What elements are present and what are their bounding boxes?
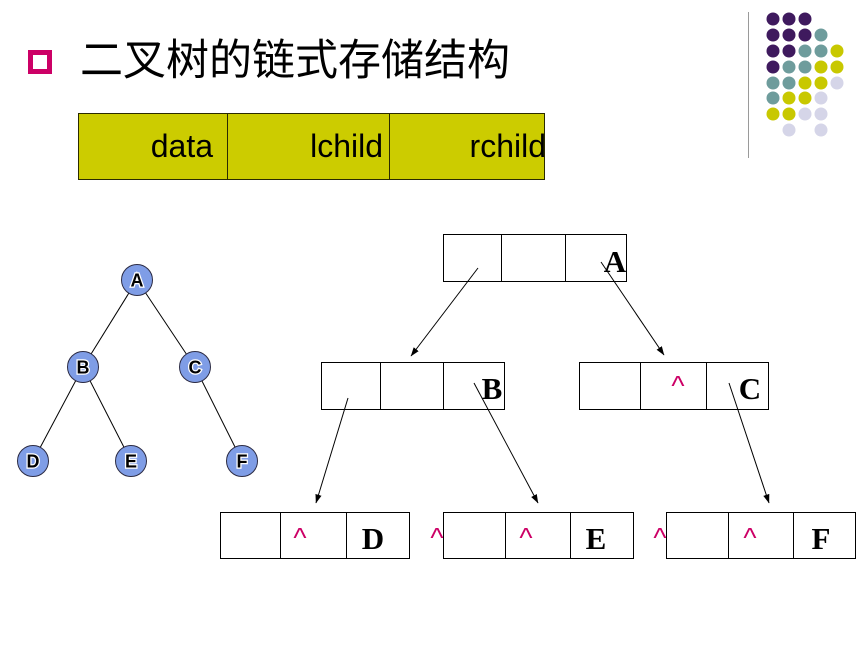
decor-dot bbox=[782, 76, 796, 90]
tree-node-label: E bbox=[125, 452, 137, 472]
linked-node-f: ^ F bbox=[666, 512, 856, 559]
linked-node-d: ^ D bbox=[220, 512, 410, 559]
pointer-arrow bbox=[473, 382, 539, 504]
field-rchild: rchild bbox=[469, 128, 546, 164]
decor-dot bbox=[798, 44, 812, 58]
decor-dot bbox=[766, 44, 780, 58]
dot-pattern-decoration bbox=[766, 12, 844, 137]
tree-node-label: D bbox=[27, 452, 40, 472]
decor-dot bbox=[766, 12, 780, 26]
decor-divider-line bbox=[748, 12, 749, 158]
field-data: data bbox=[79, 114, 228, 179]
decor-dot bbox=[814, 44, 828, 58]
node-field-layout: data lchild rchild bbox=[78, 113, 546, 180]
tree-node-a: A bbox=[121, 264, 153, 296]
pointer-arrow bbox=[728, 382, 770, 504]
tree-edge bbox=[136, 279, 196, 368]
hollow-square-bullet-icon bbox=[28, 50, 52, 74]
decor-dot bbox=[814, 60, 828, 74]
decor-dot bbox=[782, 12, 796, 26]
tree-edge bbox=[82, 279, 138, 368]
tree-node-label: B bbox=[77, 358, 90, 378]
decor-dot bbox=[814, 123, 828, 137]
field-lchild: lchild bbox=[228, 114, 390, 179]
tree-node-circle bbox=[67, 351, 99, 383]
node-box bbox=[220, 512, 410, 559]
decor-dot bbox=[782, 123, 796, 137]
decor-dot bbox=[766, 91, 780, 105]
decor-dot bbox=[814, 107, 828, 121]
pointer-arrow bbox=[410, 267, 479, 357]
decor-dot bbox=[798, 91, 812, 105]
decor-dot bbox=[782, 107, 796, 121]
binary-tree-diagram: A B C D E F bbox=[17, 264, 258, 477]
node-data-label: F bbox=[812, 521, 831, 556]
node-box bbox=[443, 512, 634, 559]
decor-dot bbox=[814, 91, 828, 105]
pointer-arrow bbox=[315, 397, 349, 504]
decor-dot bbox=[830, 60, 844, 74]
tree-node-circle bbox=[179, 351, 211, 383]
tree-node-c: C bbox=[179, 351, 211, 383]
tree-edge bbox=[32, 366, 84, 462]
linked-storage-diagram: A B ^ C ^ D ^ bbox=[220, 234, 856, 559]
decor-dot bbox=[766, 76, 780, 90]
tree-node-label: A bbox=[131, 271, 144, 291]
decor-dot bbox=[782, 44, 796, 58]
decor-dot bbox=[830, 44, 844, 58]
decor-dot bbox=[782, 91, 796, 105]
decor-dot bbox=[814, 76, 828, 90]
decor-dot bbox=[766, 60, 780, 74]
node-box bbox=[321, 362, 505, 410]
tree-node-circle bbox=[115, 445, 147, 477]
tree-edge bbox=[194, 366, 243, 462]
node-data-label: D bbox=[362, 521, 384, 556]
decor-dot bbox=[766, 107, 780, 121]
decor-dot bbox=[798, 76, 812, 90]
decor-dot bbox=[814, 28, 828, 42]
tree-node-e: E bbox=[115, 445, 147, 477]
linked-node-e: ^ E bbox=[443, 512, 634, 559]
tree-edges bbox=[32, 279, 243, 462]
null-pointer-marker: ^ bbox=[653, 522, 666, 553]
linked-node-b: B bbox=[321, 362, 505, 410]
node-box bbox=[579, 362, 769, 410]
pointer-arrow bbox=[600, 261, 665, 356]
decor-dot bbox=[766, 28, 780, 42]
linked-node-a: A bbox=[443, 234, 627, 282]
tree-node-f: F bbox=[226, 445, 258, 477]
tree-node-label: F bbox=[237, 452, 248, 472]
tree-node-d: D bbox=[17, 445, 49, 477]
decor-dot bbox=[798, 107, 812, 121]
null-pointer-marker: ^ bbox=[519, 522, 532, 553]
decor-dot bbox=[830, 76, 844, 90]
decor-dot bbox=[798, 60, 812, 74]
decor-dot bbox=[798, 28, 812, 42]
node-data-label: E bbox=[586, 521, 607, 556]
decor-dot bbox=[782, 60, 796, 74]
node-box bbox=[666, 512, 856, 559]
node-box bbox=[443, 234, 627, 282]
null-pointer-marker: ^ bbox=[293, 522, 306, 553]
null-pointer-marker: ^ bbox=[743, 522, 756, 553]
pointer-arrows bbox=[315, 261, 770, 504]
tree-edge bbox=[82, 366, 132, 462]
tree-node-label: C bbox=[189, 358, 202, 378]
linked-node-c: ^ C bbox=[579, 362, 769, 410]
node-data-label: A bbox=[604, 244, 627, 279]
node-data-label: C bbox=[739, 371, 761, 406]
null-pointer-marker: ^ bbox=[671, 370, 684, 401]
node-data-label: B bbox=[482, 371, 503, 406]
tree-node-circle bbox=[226, 445, 258, 477]
tree-node-b: B bbox=[67, 351, 99, 383]
tree-node-circle bbox=[121, 264, 153, 296]
decor-dot bbox=[798, 12, 812, 26]
slide-title: 二叉树的链式存储结构 bbox=[80, 36, 510, 86]
tree-node-circle bbox=[17, 445, 49, 477]
decor-dot bbox=[782, 28, 796, 42]
null-pointer-marker: ^ bbox=[430, 522, 443, 553]
